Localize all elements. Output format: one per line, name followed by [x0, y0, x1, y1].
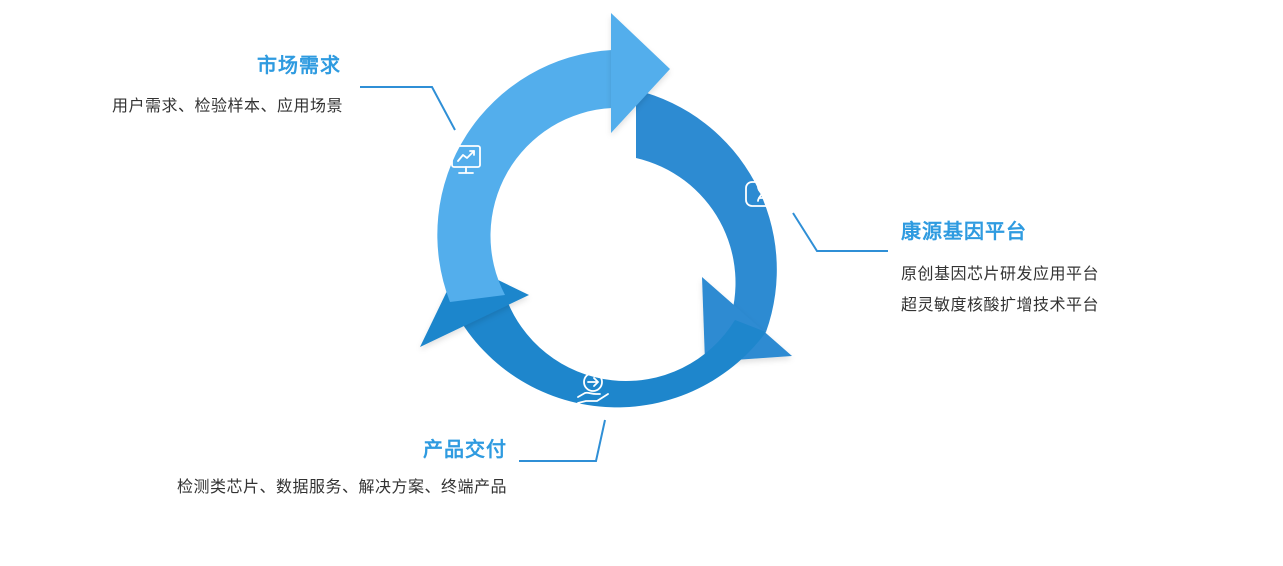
market-connector-line	[360, 86, 456, 131]
market-arc-segment	[437, 50, 612, 302]
platform-desc-line-1: 原创基因芯片研发应用平台	[901, 264, 1100, 283]
monitor-chart-icon	[451, 145, 481, 174]
delivery-arrowhead	[420, 262, 529, 347]
platform-arc-segment	[636, 90, 777, 332]
market-arrowhead	[611, 13, 670, 133]
product-delivery-title: 产品交付	[423, 437, 507, 461]
market-demand-description: 用户需求、检验样本、应用场景	[111, 96, 343, 115]
product-delivery-description: 检测类芯片、数据服务、解决方案、终端产品	[176, 477, 507, 496]
kangyuan-platform-description: 原创基因芯片研发应用平台 超灵敏度核酸扩增技术平台	[901, 258, 1099, 320]
market-demand-title: 市场需求	[257, 53, 341, 77]
hand-arrow-icon	[577, 372, 609, 404]
dna-icon	[745, 181, 779, 207]
kangyuan-platform-title: 康源基因平台	[901, 219, 1027, 243]
platform-connector-line	[792, 212, 888, 252]
platform-desc-line-2: 超灵敏度核酸扩增技术平台	[901, 295, 1100, 314]
delivery-arc-segment	[450, 295, 766, 408]
delivery-connector-line	[519, 419, 606, 462]
